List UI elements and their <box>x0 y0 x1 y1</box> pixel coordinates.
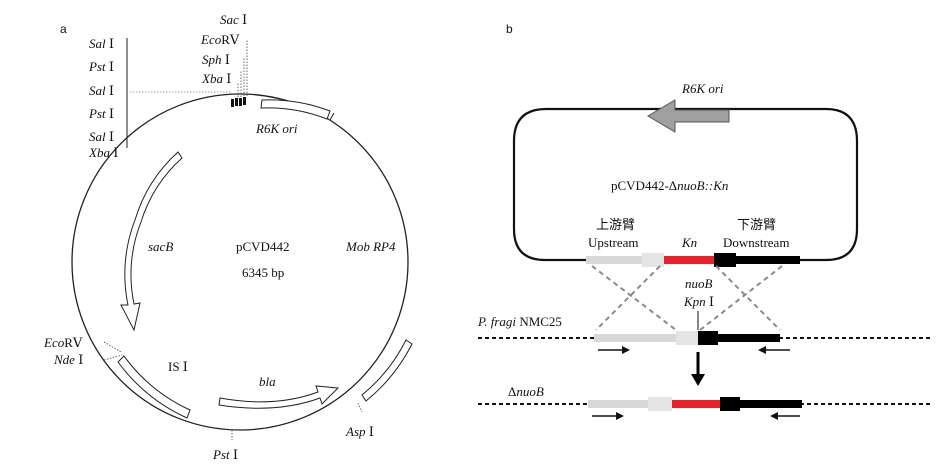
construct-name: pCVD442-ΔnuoB::Kn <box>611 178 728 193</box>
label-mob: Mob RP4 <box>345 239 396 254</box>
construct-backbone <box>512 107 859 262</box>
construct-insert <box>586 253 800 267</box>
label-plasmid-name: pCVD442 <box>236 239 289 254</box>
r6k-ori-arrow <box>647 99 730 133</box>
mcs-site-5: Sal Ⅰ <box>89 129 114 144</box>
r6k-ori-block <box>260 99 331 120</box>
mcs-site-2: Pst Ⅰ <box>88 59 114 74</box>
upstream-en-label: Upstream <box>588 235 639 250</box>
label-plasmid-size: 6345 bp <box>242 265 284 280</box>
mob-block <box>361 339 413 402</box>
wt-primer-arrows <box>598 346 790 354</box>
right-site-asp: Asp Ⅰ <box>345 424 374 439</box>
mcs-site-4: Pst Ⅰ <box>88 106 114 121</box>
mcs-site-1: Sal Ⅰ <box>89 36 114 51</box>
wt-locus <box>594 331 780 345</box>
label-r6k-ori: R6K ori <box>255 121 298 136</box>
left-site-ecorv: EcoRⅤ <box>43 335 83 350</box>
label-sacb: sacB <box>148 239 173 254</box>
ecorv-left-leader <box>103 341 122 353</box>
mcs-site-6: Xba Ⅰ <box>88 145 118 160</box>
kn-label: Kn <box>681 235 697 250</box>
crossover-lines <box>591 265 783 331</box>
plasmid-backbone <box>71 93 409 431</box>
top-site-xba: Xba Ⅰ <box>201 71 231 86</box>
nde-leader <box>103 354 123 361</box>
upstream-cn-label: 上游臂 <box>596 218 635 233</box>
nuob-label: nuoB <box>685 276 713 291</box>
panel-a-label: a <box>60 22 67 36</box>
bottom-site-pst: Pst Ⅰ <box>212 447 238 462</box>
mcs-cluster <box>126 38 248 148</box>
panel-b-label: b <box>506 22 513 36</box>
recombination-arrow-head <box>691 374 705 386</box>
top-site-ecorv: EcoRⅤ <box>200 32 240 47</box>
label-bla: bla <box>259 374 276 389</box>
b-label-r6k: R6K ori <box>681 81 724 96</box>
mutant-primer-arrows <box>592 412 800 420</box>
sacb-arrow <box>120 151 183 332</box>
strain-label: P. fragi NMC25 <box>477 314 562 329</box>
r6k-end-mark <box>329 112 335 121</box>
mutant-label: ΔnuoB <box>508 384 544 399</box>
top-site-sph: Sph Ⅰ <box>202 52 230 67</box>
downstream-cn-label: 下游臂 <box>737 218 776 233</box>
mcs-site-3: Sal Ⅰ <box>89 83 114 98</box>
left-site-nde: Nde Ⅰ <box>53 352 83 367</box>
top-site-sac: Sac Ⅰ <box>220 12 247 27</box>
label-is1: IS Ⅰ <box>168 359 188 374</box>
is1-block <box>117 355 191 419</box>
asp-leader <box>357 402 363 413</box>
mutant-locus <box>588 397 802 411</box>
kpn-label: Kpn Ⅰ <box>683 294 714 309</box>
downstream-en-label: Downstream <box>723 235 789 250</box>
bla-arrow <box>218 385 340 409</box>
